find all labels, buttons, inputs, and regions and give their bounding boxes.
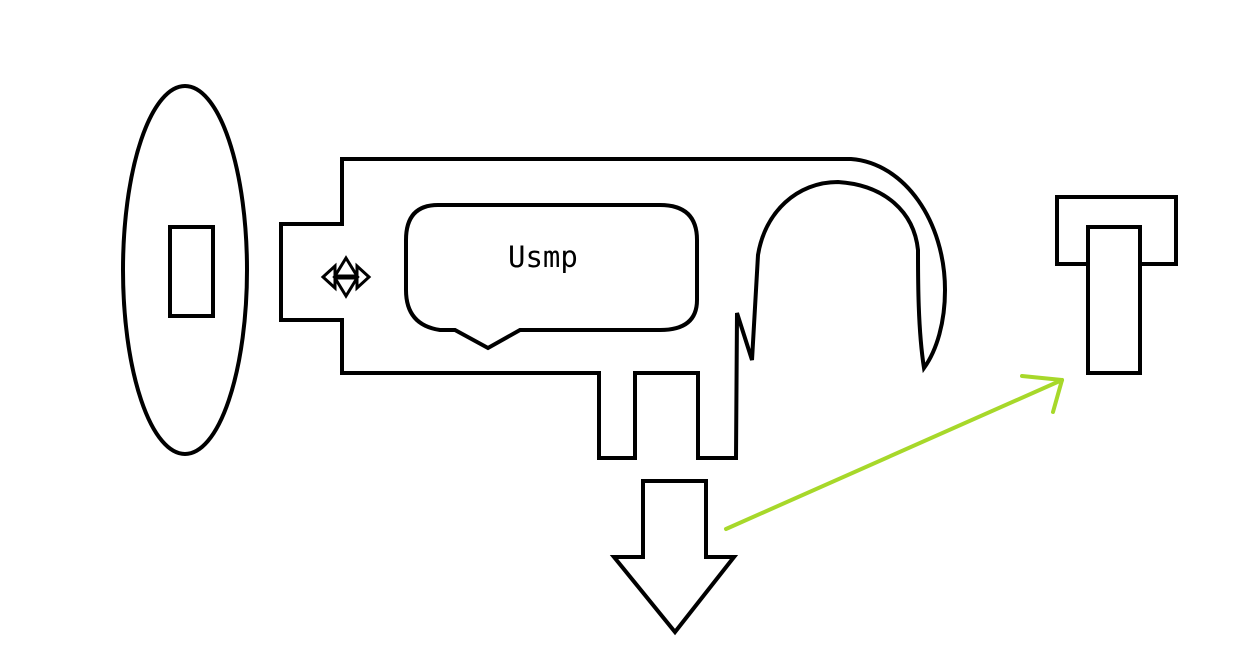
t-shaped-block [1055, 195, 1178, 375]
t-block-stem [1086, 225, 1142, 375]
ellipse-inner-rectangle [168, 225, 215, 318]
left-ellipse-group [121, 84, 249, 456]
main-outline-group [279, 157, 948, 460]
left-ellipse [121, 84, 249, 456]
bubble-label: Usmp [508, 240, 578, 274]
down-arrow [609, 479, 739, 636]
key-body-outline [279, 157, 948, 460]
star-of-david-icon [320, 255, 372, 299]
speech-bubble [404, 203, 699, 351]
diagonal-arrow [724, 374, 1064, 531]
